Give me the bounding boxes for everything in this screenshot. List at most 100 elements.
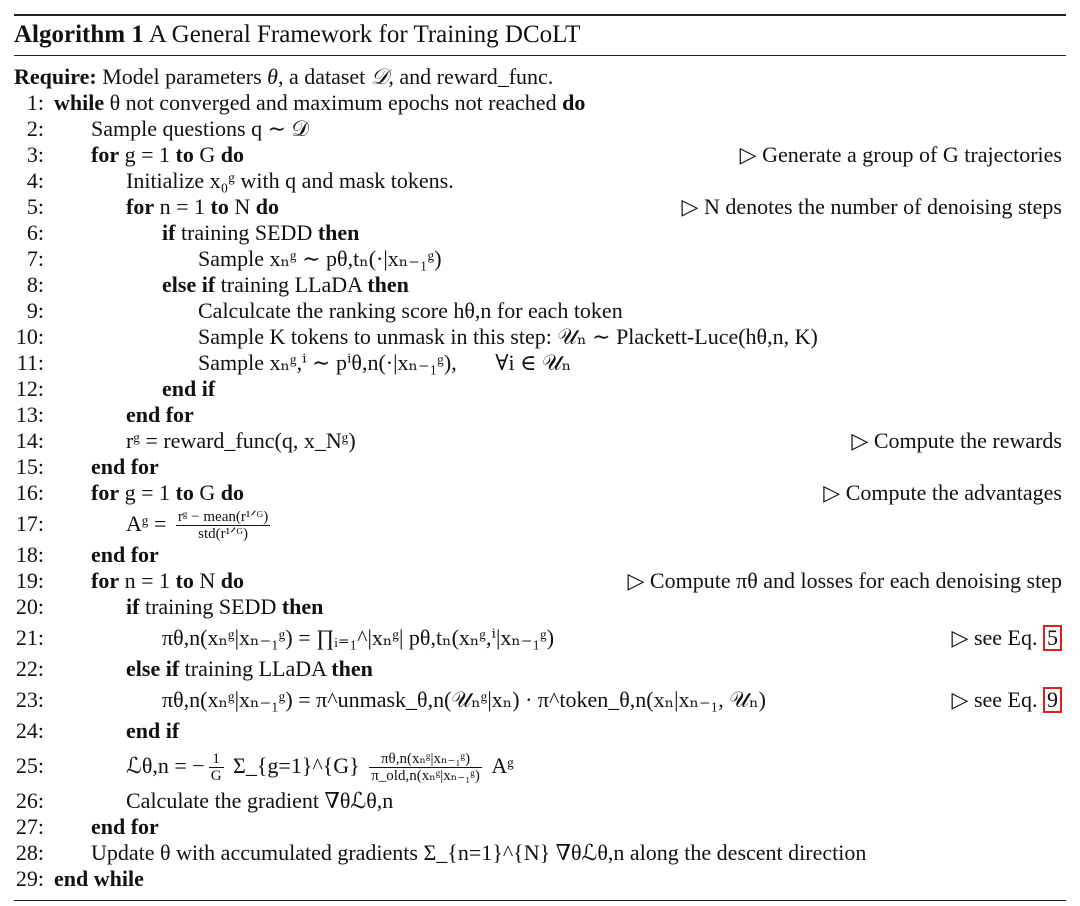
algo-line: 12: end if	[14, 376, 1066, 402]
line-text: Sample xₙᵍ,ⁱ ∼ pⁱθ,n(·|xₙ₋₁ᵍ), ∀i ∈ 𝒰ₙ	[198, 350, 572, 375]
require-text-b: , a dataset	[277, 64, 371, 89]
fraction-numerator: πθ,n(xₙᵍ|xₙ₋₁ᵍ)	[369, 751, 482, 769]
algo-line: 14: rᵍ = reward_func(q, x_Nᵍ) ▷ Compute …	[14, 428, 1066, 454]
line-text: n = 1	[119, 568, 176, 593]
line-number: 27:	[15, 814, 44, 839]
equation-ref-link[interactable]: 5	[1043, 625, 1062, 651]
require-text-c: , and reward_func.	[388, 64, 554, 89]
line-text: Sample K tokens to unmask in this step: …	[198, 324, 818, 349]
line-text: N	[193, 568, 221, 593]
algo-line: 18: end for	[14, 542, 1066, 568]
algo-line: 13: end for	[14, 402, 1066, 428]
algo-line: 11: Sample xₙᵍ,ⁱ ∼ pⁱθ,n(·|xₙ₋₁ᵍ), ∀i ∈ …	[14, 350, 1066, 376]
line-comment: ▷ Compute the advantages	[823, 480, 1062, 505]
line-text: Calculcate the ranking score hθ,n for ea…	[198, 298, 623, 323]
keyword: end for	[91, 542, 159, 567]
require-line: Require: Model parameters θ, a dataset 𝒟…	[14, 64, 554, 89]
algo-line: 26: Calculate the gradient ∇θℒθ,n	[14, 788, 1066, 814]
top-rule	[14, 14, 1066, 16]
keyword: end for	[91, 454, 159, 479]
line-comment: ▷ Compute πθ and losses for each denoisi…	[627, 568, 1063, 593]
line-number: 24:	[15, 718, 44, 743]
algo-line: 10: Sample K tokens to unmask in this st…	[14, 324, 1066, 350]
algo-line: 19: for n = 1 to N do ▷ Compute πθ and l…	[14, 568, 1066, 594]
line-text: g = 1	[119, 480, 176, 505]
fraction-denominator: std(r¹ᐟᴳ)	[198, 526, 248, 543]
line-number: 6:	[26, 220, 44, 245]
line-number: 18:	[15, 542, 44, 567]
line-number: 19:	[15, 568, 44, 593]
line-number: 22:	[15, 656, 44, 681]
line-number: 23:	[15, 687, 44, 712]
keyword: then	[281, 594, 324, 619]
keyword: to	[210, 194, 229, 219]
line-text: ℒθ,n = −	[126, 753, 205, 778]
keyword: else if	[162, 272, 216, 297]
line-comment: ▷ Compute the rewards	[851, 428, 1062, 453]
keyword: do	[220, 142, 244, 167]
line-comment: ▷ Generate a group of G trajectories	[739, 142, 1062, 167]
line-number: 10:	[15, 324, 44, 349]
algo-line: 16: for g = 1 to G do ▷ Compute the adva…	[14, 480, 1066, 506]
keyword: for	[91, 480, 120, 505]
algo-line: 20: if training SEDD then	[14, 594, 1066, 620]
algo-line: 3: for g = 1 to G do ▷ Generate a group …	[14, 142, 1066, 168]
equation-ref-link[interactable]: 9	[1043, 687, 1062, 713]
require-keyword: Require:	[14, 64, 97, 89]
line-number: 12:	[15, 376, 44, 401]
keyword: for	[91, 568, 120, 593]
algorithm-box: Algorithm 1 A General Framework for Trai…	[14, 14, 1066, 901]
algorithm-label: Algorithm 1	[14, 21, 144, 48]
line-text: training SEDD	[139, 594, 282, 619]
line-number: 8:	[26, 272, 44, 297]
line-text: training SEDD	[175, 220, 318, 245]
algo-line: 9: Calculcate the ranking score hθ,n for…	[14, 298, 1066, 324]
fraction-denominator: G	[210, 768, 222, 785]
keyword: then	[367, 272, 409, 297]
line-number: 1:	[26, 90, 44, 115]
line-number: 2:	[26, 116, 44, 141]
line-text: Sample xₙᵍ ∼ pθ,tₙ(·|xₙ₋₁ᵍ)	[198, 246, 442, 271]
line-number: 16:	[15, 480, 44, 505]
line-text: training LLaDA	[179, 656, 332, 681]
line-text: G	[193, 480, 221, 505]
keyword: do	[562, 90, 586, 115]
algo-line: 15: end for	[14, 454, 1066, 480]
keyword: then	[317, 220, 360, 245]
line-number: 20:	[15, 594, 44, 619]
line-comment: ▷ see Eq.	[951, 687, 1038, 712]
line-number: 17:	[15, 511, 44, 536]
line-number: 5:	[26, 194, 44, 219]
line-text: training LLaDA	[215, 272, 368, 297]
line-number: 11:	[16, 350, 44, 375]
algo-line: 7: Sample xₙᵍ ∼ pθ,tₙ(·|xₙ₋₁ᵍ)	[14, 246, 1066, 272]
keyword: if	[126, 594, 140, 619]
line-text: Initialize x₀ᵍ with q and mask tokens.	[126, 168, 454, 193]
algo-line: 6: if training SEDD then	[14, 220, 1066, 246]
algo-line: 5: for n = 1 to N do ▷ N denotes the num…	[14, 194, 1066, 220]
algo-line: 24: end if	[14, 718, 1066, 744]
algorithm-title: A General Framework for Training DCoLT	[148, 21, 581, 48]
keyword: end if	[126, 718, 180, 743]
line-number: 7:	[26, 246, 44, 271]
keyword: do	[220, 568, 244, 593]
line-number: 13:	[15, 402, 44, 427]
keyword: end for	[91, 814, 159, 839]
line-number: 29:	[15, 866, 44, 891]
line-number: 9:	[26, 298, 44, 323]
algo-line: 8: else if training LLaDA then	[14, 272, 1066, 298]
line-text: Update θ with accumulated gradients Σ_{n…	[91, 840, 867, 865]
keyword: to	[175, 142, 194, 167]
line-text: Aᵍ =	[126, 511, 172, 536]
caption-rule	[14, 55, 1066, 56]
line-number: 28:	[15, 840, 44, 865]
algo-line: 28: Update θ with accumulated gradients …	[14, 840, 1066, 866]
algorithm-caption: Algorithm 1 A General Framework for Trai…	[14, 16, 1066, 55]
line-number: 26:	[15, 788, 44, 813]
line-text: G	[193, 142, 221, 167]
line-number: 3:	[26, 142, 44, 167]
keyword: to	[175, 480, 194, 505]
line-number: 4:	[26, 168, 44, 193]
line-text: Calculate the gradient ∇θℒθ,n	[126, 788, 394, 813]
keyword: for	[126, 194, 155, 219]
